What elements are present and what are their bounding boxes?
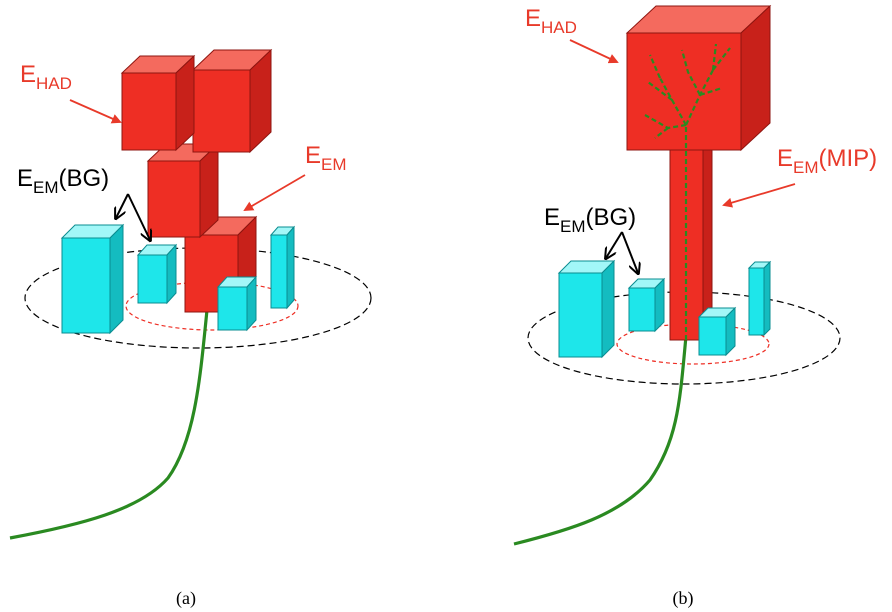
hadronic-shower	[644, 43, 731, 340]
em-tower-cyan	[747, 260, 772, 337]
arrow-e-em-bg	[127, 193, 150, 240]
em-tower-cyan	[557, 259, 616, 359]
arrow-e-em	[243, 174, 306, 212]
panel-a: EHAD EEM EEM(BG) (a)	[9, 48, 372, 609]
em-tower-cyan	[216, 275, 258, 332]
inner-cone-ellipse	[125, 281, 299, 331]
label-e-em-mip: EEM(MIP)	[777, 145, 877, 177]
em-tower-cyan	[269, 225, 296, 310]
caption-a: (a)	[176, 588, 196, 609]
em-tower-cyan	[697, 306, 737, 357]
muon-track	[9, 309, 209, 540]
had-tower-red	[120, 54, 196, 152]
arrow-e-em-bg	[116, 193, 129, 218]
had-tower-red	[191, 48, 273, 154]
mip-pillar-red	[669, 140, 713, 342]
arrow-e-em-mip	[722, 183, 796, 208]
caption-b: (b)	[673, 588, 694, 609]
arrow-e-em-bg	[621, 231, 638, 273]
em-tower-cyan	[627, 277, 666, 333]
label-e-had: EHAD	[525, 5, 577, 37]
em-tower-cyan	[60, 223, 125, 335]
label-e-em: EEM	[305, 142, 347, 174]
em-tower-cyan	[136, 243, 178, 305]
muon-track	[513, 335, 688, 546]
had-tower-red	[146, 142, 220, 239]
had-cube-red	[625, 4, 772, 152]
panel-b: EHAD EEM(MIP) EEM(BG) (b)	[513, 4, 877, 609]
label-e-em-bg: EEM(BG)	[17, 165, 109, 197]
label-e-had: EHAD	[20, 61, 72, 93]
arrow-e-had	[569, 39, 619, 64]
arrow-e-had	[69, 99, 122, 124]
arrow-e-em-bg	[606, 231, 623, 258]
label-e-em-bg: EEM(BG)	[544, 204, 636, 236]
